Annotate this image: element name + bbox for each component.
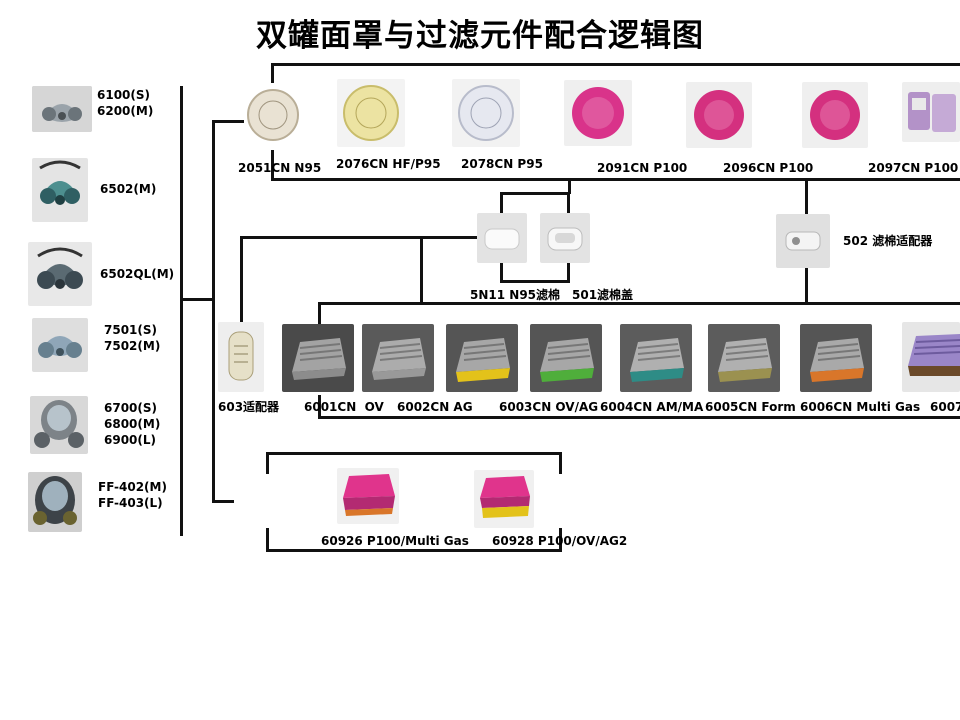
filter-2097-pack-image <box>902 82 960 142</box>
cartridge-60928-image <box>474 470 534 528</box>
mask-label: 6502(M) <box>100 182 157 196</box>
filter-2076-image <box>337 79 405 147</box>
filter-5n11-image <box>477 213 527 263</box>
cartridge-6006-image <box>800 324 872 392</box>
mask-7500-image <box>32 318 88 372</box>
cartridge-6004-image <box>620 324 692 392</box>
filter-2051-image <box>244 86 302 144</box>
filter-5n11-label: 5N11 N95滤棉 <box>470 288 561 302</box>
mask-ff400-image <box>28 472 82 532</box>
filter-2091-image <box>564 80 632 146</box>
mask-6502-image <box>32 158 88 222</box>
cartridge-label: 6006CN Multi Gas <box>800 400 921 414</box>
filter-2078-image <box>452 79 520 147</box>
mask-label: FF-402(M) FF-403(L) <box>98 480 167 510</box>
adapter-603-label: 603适配器 <box>218 400 280 414</box>
cartridge-label: 6005CN Form <box>705 400 796 414</box>
mask-label: 6502QL(M) <box>100 267 175 281</box>
filter-label: 2078CN P95 <box>461 157 543 171</box>
cartridge-6002-image <box>446 324 518 392</box>
filter-label: 2051CN N95 <box>238 161 322 175</box>
cartridge-6001b-image <box>362 324 434 392</box>
combo-label: 60926 P100/Multi Gas <box>321 534 469 548</box>
adapter-502-label: 502 滤棉适配器 <box>843 234 933 248</box>
filter-2096-image <box>686 82 752 148</box>
cartridge-label: 6007 <box>930 400 960 414</box>
mask-6502ql-image <box>28 242 92 306</box>
adapter-603-image <box>218 322 264 392</box>
cartridge-60926-image <box>337 468 399 524</box>
mask-label: 6700(S) 6800(M) 6900(L) <box>104 401 161 447</box>
cartridge-label: 6002CN AG <box>397 400 473 414</box>
cartridge-6005-image <box>708 324 780 392</box>
filter-label: 2076CN HF/P95 <box>336 157 441 171</box>
cartridge-label: 6001CN OV <box>304 400 384 414</box>
combo-label: 60928 P100/OV/AG2 <box>492 534 628 548</box>
filter-2097-image <box>802 82 868 148</box>
filter-label: 2096CN P100 <box>723 161 814 175</box>
mask-label: 6100(S) 6200(M) <box>97 88 154 118</box>
cartridge-6001-image <box>282 324 354 392</box>
mask-half-6000-image <box>32 86 92 132</box>
cartridge-label: 6003CN OV/AG <box>499 400 599 414</box>
mask-full-6000-image <box>30 396 88 454</box>
cartridge-6007-image <box>902 322 960 392</box>
mask-label: 7501(S) 7502(M) <box>104 323 161 353</box>
retainer-501-image <box>540 213 590 263</box>
page-title: 双罐面罩与过滤元件配合逻辑图 <box>256 18 704 54</box>
filter-label: 2097CN P100 <box>868 161 959 175</box>
filter-label: 2091CN P100 <box>597 161 688 175</box>
cartridge-label: 6004CN AM/MA <box>600 400 704 414</box>
adapter-502-image <box>776 214 830 268</box>
cartridge-6003-image <box>530 324 602 392</box>
retainer-501-label: 501滤棉盖 <box>572 288 634 302</box>
